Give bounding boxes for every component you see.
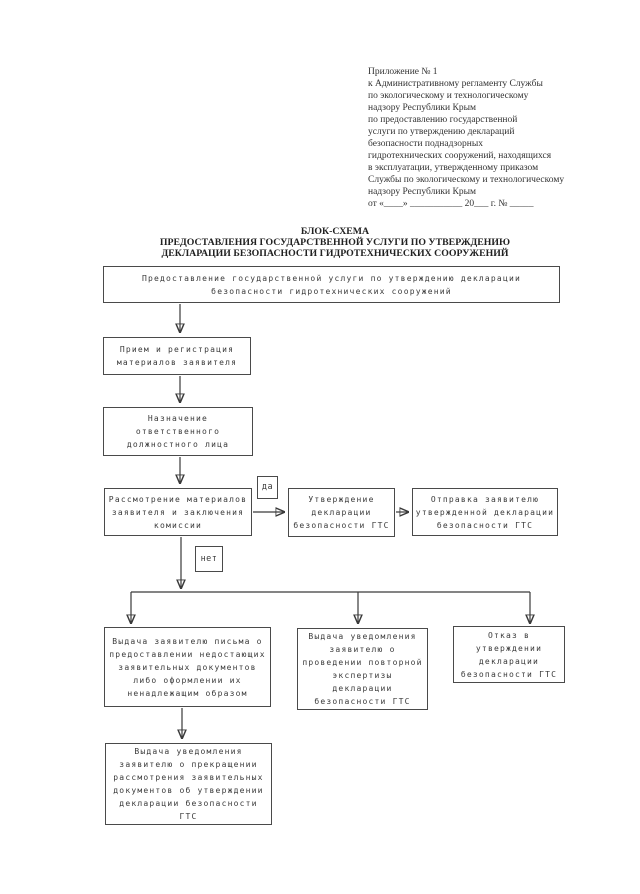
appendix-line: по экологическому и технологическому bbox=[368, 91, 529, 101]
appendix-line: надзору Республики Крым bbox=[368, 103, 476, 113]
flow-box-approve: Утверждение декларации безопасности ГТС bbox=[288, 488, 395, 537]
appendix-header: Приложение № 1 к Административному регла… bbox=[368, 66, 623, 210]
flow-box-review: Рассмотрение материалов заявителя и закл… bbox=[104, 488, 252, 536]
flow-box-refusal: Отказ в утверждении декларации безопасно… bbox=[453, 626, 565, 683]
appendix-date-line: от «____» ___________ 20___ г. № _____ bbox=[368, 199, 534, 209]
appendix-line: гидротехнических сооружений, находящихся bbox=[368, 151, 552, 161]
appendix-line: в эксплуатации, утвержденному приказом bbox=[368, 163, 539, 173]
flow-box-send: Отправка заявителю утвержденной декларац… bbox=[412, 488, 558, 536]
appendix-line: надзору Республики Крым bbox=[368, 187, 476, 197]
appendix-line: по предоставлению государственной bbox=[368, 115, 518, 125]
page-title: БЛОК-СХЕМА ПРЕДОСТАВЛЕНИЯ ГОСУДАРСТВЕННО… bbox=[95, 226, 575, 260]
appendix-line: безопасности поднадзорных bbox=[368, 139, 483, 149]
flow-box-start: Предоставление государственной услуги по… bbox=[103, 266, 560, 303]
appendix-line: Приложение № 1 bbox=[368, 67, 438, 77]
decision-label-no: нет bbox=[195, 546, 223, 572]
title-line: ДЕКЛАРАЦИИ БЕЗОПАСНОСТИ ГИДРОТЕХНИЧЕСКИХ… bbox=[161, 248, 509, 260]
title-line: ПРЕДОСТАВЛЕНИЯ ГОСУДАРСТВЕННОЙ УСЛУГИ ПО… bbox=[159, 237, 511, 249]
appendix-line: услуги по утверждению деклараций bbox=[368, 127, 515, 137]
flow-box-missing-documents-letter: Выдача заявителю письма о предоставлении… bbox=[104, 627, 271, 707]
flow-box-assignment: Назначение ответственного должностного л… bbox=[103, 407, 253, 456]
flow-box-termination-notice: Выдача уведомления заявителю о прекращен… bbox=[105, 743, 272, 825]
appendix-line: к Административному регламенту Службы bbox=[368, 79, 543, 89]
title-line: БЛОК-СХЕМА bbox=[300, 226, 370, 237]
decision-label-yes: да bbox=[257, 476, 278, 499]
flow-box-reception: Прием и регистрация материалов заявителя bbox=[103, 337, 251, 375]
appendix-line: Службы по экологическому и технологическ… bbox=[368, 175, 565, 185]
flow-box-repeat-expertise: Выдача уведомления заявителю о проведени… bbox=[297, 628, 428, 710]
